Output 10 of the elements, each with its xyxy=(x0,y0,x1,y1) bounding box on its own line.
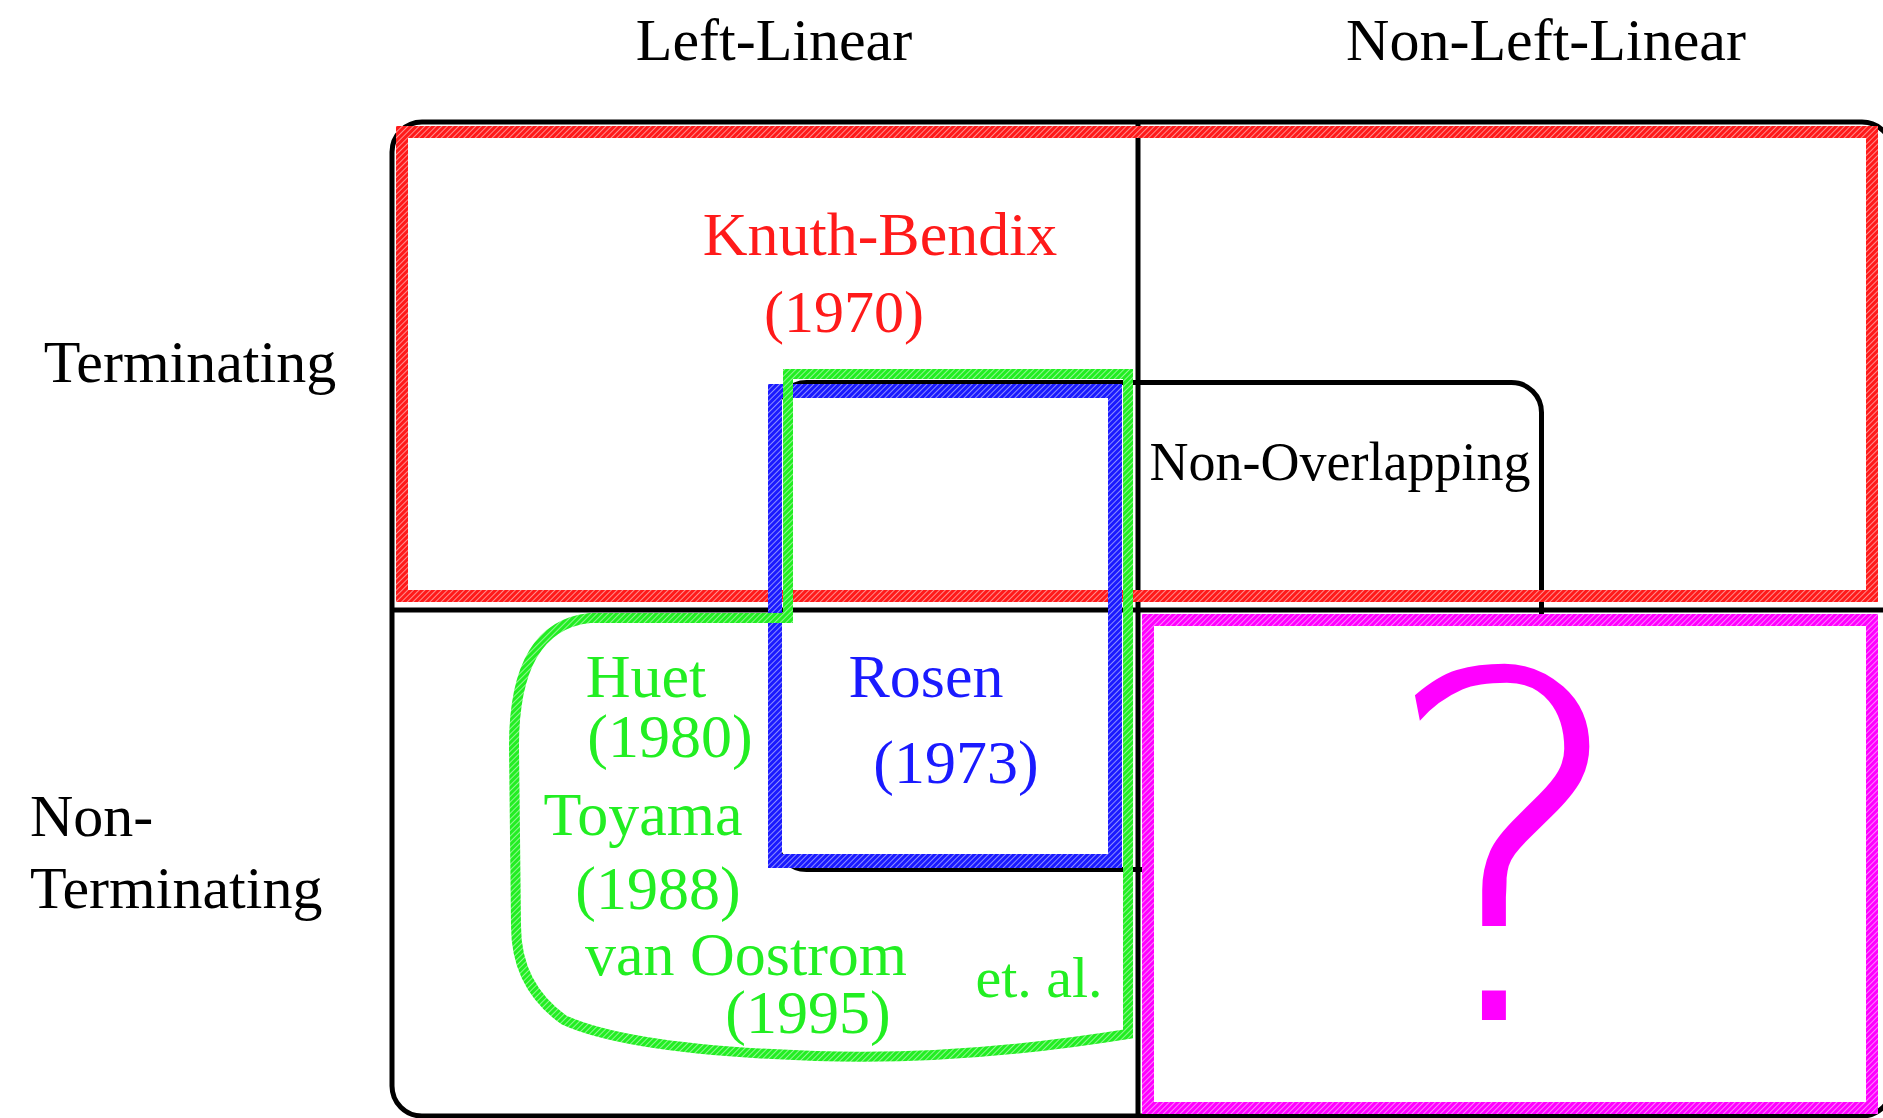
column-header: Non-Left-Linear xyxy=(1346,6,1746,75)
region-label: Rosen xyxy=(848,645,1004,707)
row-header: Non- Terminating xyxy=(30,782,324,923)
region-label: et. al. xyxy=(975,949,1103,1007)
region-label: Knuth-Bendix xyxy=(702,203,1058,265)
row-header: Terminating xyxy=(43,328,337,397)
region-label: Huet xyxy=(585,645,707,707)
column-header: Left-Linear xyxy=(635,6,913,75)
question-mark: ? xyxy=(1378,614,1634,1094)
region-label: van Oostrom xyxy=(585,923,907,985)
